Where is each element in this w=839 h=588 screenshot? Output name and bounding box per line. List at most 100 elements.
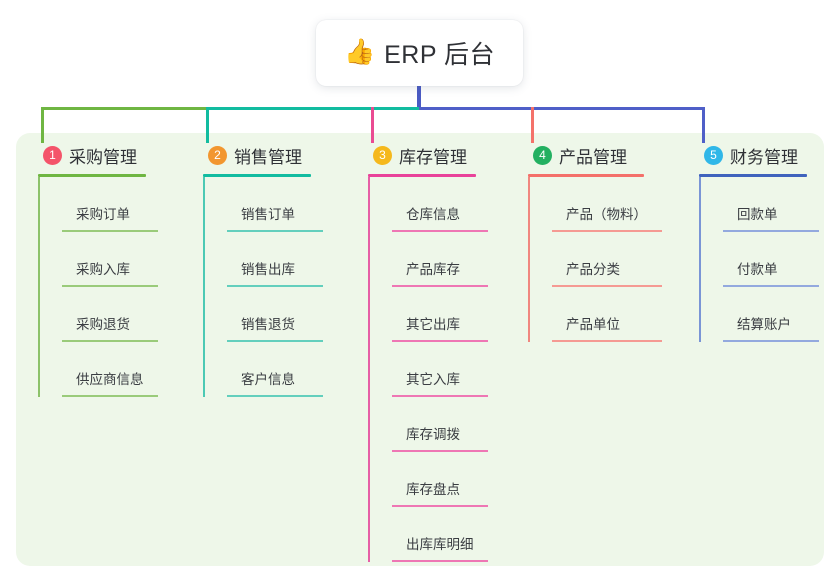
leaf-list-2: 销售订单销售出库销售退货客户信息 [203,177,323,397]
column-4: 4 产品管理产品（物料） 产品分类产品单位 [528,143,662,342]
connector-bar-left [41,107,206,110]
column-header-5[interactable]: 5 财务管理 [699,143,807,167]
leaf-label: 结算账户 [737,317,791,332]
leaf-label: 付款单 [737,262,778,277]
root-title: ERP 后台 [384,41,496,69]
leaf-item[interactable]: 供应商信息 [62,342,158,397]
leaf-item[interactable]: 出库库明细 [392,507,488,562]
leaf-item[interactable]: 其它入库 [392,342,488,397]
column-rule-2 [203,174,311,177]
leaf-item[interactable]: 付款单 [723,232,819,287]
leaf-rule [62,340,158,342]
leaf-rule [62,230,158,232]
root-node[interactable]: 👍 ERP 后台 [316,20,523,86]
leaf-spine-2 [203,177,205,397]
leaf-label: 出库库明细 [406,537,474,552]
leaf-label: 仓库信息 [406,207,460,222]
leaf-rule [392,230,488,232]
column-badge-3: 3 [373,145,392,165]
leaf-item[interactable]: 产品分类 [552,232,662,287]
leaf-item[interactable]: 销售订单 [227,177,323,232]
column-rule-3 [368,174,476,177]
leaf-item[interactable]: 采购订单 [62,177,158,232]
leaf-label: 销售出库 [241,262,295,277]
leaf-label: 供应商信息 [76,372,144,387]
column-header-2[interactable]: 2 销售管理 [203,143,311,167]
connector-bar-right [419,107,705,110]
column-badge-4: 4 [533,145,552,165]
leaf-rule [62,395,158,397]
leaf-spine-3 [368,177,370,562]
column-title-3: 库存管理 [399,147,467,167]
column-title-2: 销售管理 [234,147,302,167]
leaf-item[interactable]: 产品（物料） [552,177,662,232]
column-5: 5 财务管理回款单付款单结算账户 [699,143,819,342]
connector-drop-3 [371,107,374,143]
leaf-rule [227,285,323,287]
leaf-rule [392,285,488,287]
content-panel [16,133,824,566]
leaf-item[interactable]: 销售出库 [227,232,323,287]
leaf-spine-5 [699,177,701,342]
leaf-rule [392,560,488,562]
thumbs-up-icon: 👍 [343,37,376,66]
leaf-item[interactable]: 采购入库 [62,232,158,287]
column-2: 2 销售管理销售订单销售出库销售退货客户信息 [203,143,323,397]
leaf-rule [392,340,488,342]
leaf-rule [552,230,662,232]
leaf-item[interactable]: 仓库信息 [392,177,488,232]
column-3: 3 库存管理仓库信息产品库存其它出库其它入库库存调拨库存盘点出库库明细 [368,143,488,562]
leaf-rule [552,285,662,287]
column-badge-1: 1 [43,145,62,165]
connector-bar-mid [206,107,419,110]
leaf-list-4: 产品（物料） 产品分类产品单位 [528,177,662,342]
leaf-rule [552,340,662,342]
column-header-3[interactable]: 3 库存管理 [368,143,476,167]
column-header-4[interactable]: 4 产品管理 [528,143,644,167]
leaf-spine-4 [528,177,530,342]
leaf-list-1: 采购订单采购入库采购退货供应商信息 [38,177,158,397]
leaf-label: 采购退货 [76,317,130,332]
leaf-rule [392,505,488,507]
leaf-rule [62,285,158,287]
leaf-label: 采购入库 [76,262,130,277]
leaf-item[interactable]: 其它出库 [392,287,488,342]
leaf-spine-1 [38,177,40,397]
leaf-label: 库存调拨 [406,427,460,442]
leaf-item[interactable]: 产品单位 [552,287,662,342]
leaf-label: 其它入库 [406,372,460,387]
leaf-item[interactable]: 产品库存 [392,232,488,287]
leaf-item[interactable]: 销售退货 [227,287,323,342]
leaf-item[interactable]: 库存盘点 [392,452,488,507]
column-rule-5 [699,174,807,177]
leaf-label: 客户信息 [241,372,295,387]
column-title-5: 财务管理 [730,147,798,167]
leaf-label: 产品单位 [566,317,620,332]
leaf-item[interactable]: 结算账户 [723,287,819,342]
column-title-1: 采购管理 [69,147,137,167]
leaf-rule [392,395,488,397]
column-badge-2: 2 [208,145,227,165]
leaf-rule [723,230,819,232]
leaf-rule [723,340,819,342]
leaf-label: 其它出库 [406,317,460,332]
column-title-4: 产品管理 [559,147,627,167]
column-badge-5: 5 [704,145,723,165]
connector-drop-1 [41,107,44,143]
leaf-label: 产品库存 [406,262,460,277]
leaf-label: 采购订单 [76,207,130,222]
leaf-item[interactable]: 回款单 [723,177,819,232]
leaf-rule [227,230,323,232]
leaf-list-3: 仓库信息产品库存其它出库其它入库库存调拨库存盘点出库库明细 [368,177,488,562]
leaf-item[interactable]: 客户信息 [227,342,323,397]
leaf-item[interactable]: 采购退货 [62,287,158,342]
leaf-label: 产品分类 [566,262,620,277]
column-rule-4 [528,174,644,177]
connector-stem [417,86,421,110]
leaf-label: 产品（物料） [566,207,647,222]
leaf-rule [227,395,323,397]
leaf-item[interactable]: 库存调拨 [392,397,488,452]
connector-drop-2 [206,107,209,143]
column-header-1[interactable]: 1 采购管理 [38,143,146,167]
leaf-rule [227,340,323,342]
